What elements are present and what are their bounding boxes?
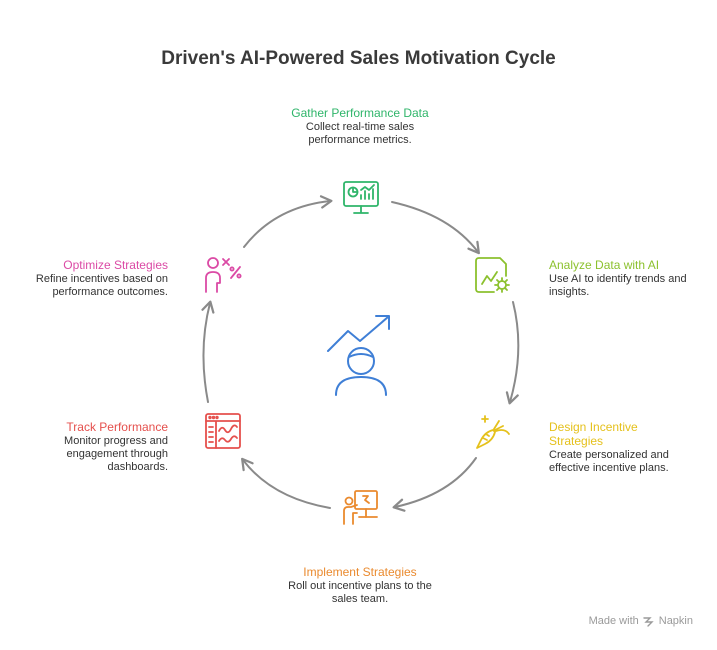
cycle-arrow-6 [243,195,333,248]
cycle-arrow-1 [391,201,480,255]
step-analyze-desc-2: insights. [549,286,590,298]
cycle-arrow-4 [241,457,331,509]
step-optimize: Optimize Strategies Refine incentives ba… [8,258,168,299]
napkin-brand-text: Napkin [658,615,693,627]
step-gather-desc-1: Collect real-time sales [305,121,415,133]
chart-gear-icon [475,257,510,293]
step-track: Track Performance Monitor progress and e… [8,420,168,474]
step-design-desc-2: effective incentive plans. [549,462,669,474]
step-optimize-desc-2: performance outcomes. [52,286,168,298]
step-track-desc-3: dashboards. [107,461,168,473]
presentation-icon [343,490,378,525]
napkin-attribution[interactable]: Made with Napkin [589,615,693,627]
step-implement-desc-2: sales team. [331,593,389,605]
step-track-desc-1: Monitor progress and [64,435,168,447]
step-design-title-2: Strategies [549,434,604,448]
step-optimize-desc-1: Refine incentives based on [35,273,168,285]
carrot-icon [476,415,510,449]
cycle-arrow-3 [392,457,477,512]
person-strategy-icon [205,257,242,293]
diagram-title: Driven's AI-Powered Sales Motivation Cyc… [161,48,556,69]
step-analyze: Analyze Data with AI Use AI to identify … [549,258,714,299]
cycle-arrow-5 [201,300,215,403]
dashboard-icon [205,413,241,449]
cycle-arrow-2 [505,301,520,405]
step-gather-title: Gather Performance Data [291,106,429,120]
step-track-desc-2: engagement through [66,448,168,460]
step-implement-title: Implement Strategies [303,565,417,579]
step-design-title-1: Design Incentive [549,420,638,434]
step-design-desc-1: Create personalized and [549,449,669,461]
step-track-title: Track Performance [66,420,168,434]
step-implement-desc-1: Roll out incentive plans to the [288,580,432,592]
step-analyze-title: Analyze Data with AI [549,258,660,272]
made-with-text: Made with [588,615,639,627]
step-gather: Gather Performance Data Collect real-tim… [260,106,460,147]
step-gather-desc-2: performance metrics. [308,134,412,146]
person-growth-icon [327,315,390,396]
step-design: Design Incentive Strategies Create perso… [549,420,709,475]
step-optimize-title: Optimize Strategies [63,258,168,272]
step-analyze-desc-1: Use AI to identify trends and [549,273,687,285]
monitor-chart-icon [343,181,379,214]
napkin-logo-icon [643,617,654,627]
step-implement: Implement Strategies Roll out incentive … [250,565,470,606]
